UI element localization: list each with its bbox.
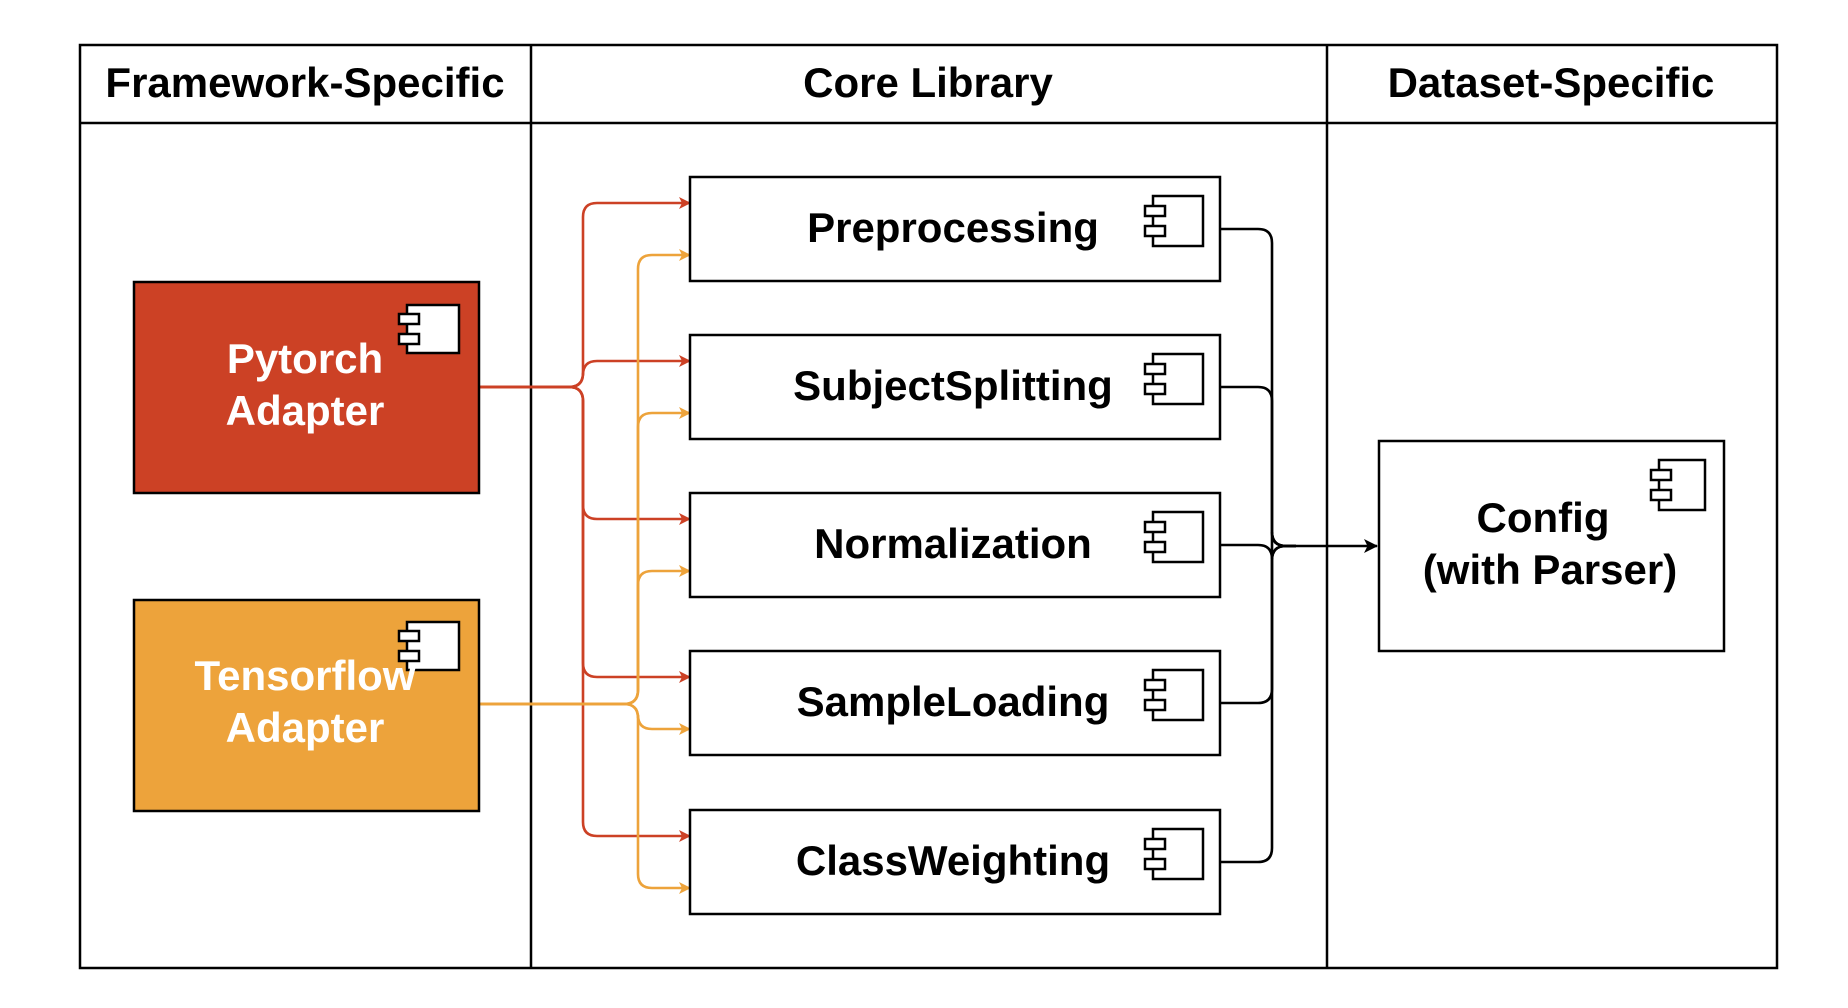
component-icon: [1143, 668, 1205, 722]
module-subjectsplitting: SubjectSplitting: [688, 333, 1222, 441]
pytorch-edge-0: [479, 197, 691, 389]
module-box: [688, 333, 1222, 441]
pytorch-edges: [479, 197, 691, 842]
module-label: SampleLoading: [797, 678, 1110, 725]
config-label-line2: (with Parser): [1423, 546, 1677, 593]
component-icon: [1143, 194, 1205, 248]
component-icon: [1143, 510, 1205, 564]
pytorch-adapter-label-line1: Pytorch: [227, 335, 383, 382]
module-to-config-edges: [1220, 227, 1378, 864]
module-edge-3: [1220, 544, 1296, 705]
module-box: [688, 808, 1222, 916]
component-icon: [1143, 827, 1205, 881]
component-icon: [1649, 458, 1707, 512]
pytorch-adapter-label-line2: Adapter: [226, 387, 385, 434]
pytorch-adapter: Pytorch Adapter: [132, 280, 481, 495]
tensorflow-edge-2: [479, 565, 691, 706]
tensorflow-edges: [479, 249, 691, 894]
config-with-parser: Config (with Parser): [1377, 439, 1726, 653]
module-preprocessing: Preprocessing: [688, 175, 1222, 283]
module-edge-1: [1220, 385, 1296, 548]
tensorflow-adapter: Tensorflow Adapter: [132, 598, 481, 813]
module-sampleloading: SampleLoading: [688, 649, 1222, 757]
table-border: [78, 43, 1779, 970]
component-icon: [1143, 352, 1205, 406]
swimlane-table: [78, 43, 1779, 970]
pytorch-edge-4: [479, 385, 691, 842]
pytorch-adapter-box: [132, 280, 481, 495]
module-label: ClassWeighting: [796, 837, 1110, 884]
module-classweighting: ClassWeighting: [688, 808, 1222, 916]
module-normalization: Normalization: [688, 491, 1222, 599]
column-header-core-library: Core Library: [803, 59, 1053, 106]
module-edge-4: [1220, 544, 1296, 864]
component-icon: [397, 303, 461, 355]
core-modules: Preprocessing SubjectSplitting Normaliza…: [688, 175, 1222, 916]
pytorch-edge-2: [479, 385, 691, 525]
pytorch-edge-3: [479, 385, 691, 683]
column-header-dataset-specific: Dataset-Specific: [1388, 59, 1715, 106]
module-box: [688, 649, 1222, 757]
tensorflow-adapter-label-line2: Adapter: [226, 704, 385, 751]
tensorflow-adapter-label-line1: Tensorflow: [195, 652, 416, 699]
column-header-framework-specific: Framework-Specific: [105, 59, 504, 106]
module-label: Normalization: [814, 520, 1092, 567]
module-edge-2: [1220, 531, 1296, 560]
module-box: [688, 175, 1222, 283]
tensorflow-edge-4: [479, 702, 691, 894]
component-icon: [397, 620, 461, 672]
config-label-line1: Config: [1477, 494, 1610, 541]
module-label: SubjectSplitting: [793, 362, 1113, 409]
tensorflow-edge-0: [479, 249, 691, 706]
tensorflow-edge-1: [479, 407, 691, 706]
module-label: Preprocessing: [807, 204, 1099, 251]
module-box: [688, 491, 1222, 599]
pytorch-edge-1: [479, 355, 691, 389]
tensorflow-edge-3: [479, 702, 691, 735]
